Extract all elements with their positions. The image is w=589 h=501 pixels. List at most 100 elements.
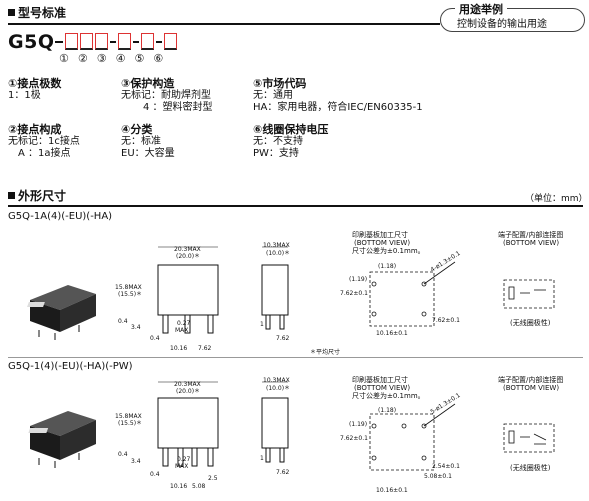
- dash: [156, 41, 163, 43]
- side-view: [261, 381, 289, 463]
- dim-label: 2.5: [208, 475, 218, 482]
- dim-label: 7.62±0.1: [340, 290, 368, 297]
- section-title: 型号标准: [18, 6, 67, 20]
- pcb-subtitle: (BOTTOM VIEW): [354, 239, 410, 247]
- dim-label: 10.16: [170, 345, 187, 352]
- dim-label: 20.3MAX: [174, 246, 201, 253]
- option-contact-poles: ①接点极数 1：1极: [8, 78, 61, 102]
- no-polarity-note: (无线圈极性): [510, 318, 551, 327]
- section-title: 外形尺寸: [18, 189, 67, 203]
- model-name: G5Q-1A(4)(-EU)(-HA): [8, 211, 113, 222]
- code-slot-4: [118, 33, 132, 50]
- dim-label: 7.62: [276, 469, 290, 476]
- option-class: ④分类 无：标准 EU：大容量: [121, 124, 175, 160]
- dim-label: 10.3MAX: [263, 377, 290, 384]
- avg-size-note: ＊平均尺寸: [310, 349, 341, 356]
- dim-label: (20.0)＊: [176, 388, 200, 395]
- dim-label: 0.27: [177, 320, 191, 327]
- pcb-title: 印刷基板加工尺寸: [352, 375, 408, 384]
- option-title: ⑤市场代码: [253, 77, 307, 90]
- option-line: 无：不支持: [253, 136, 303, 147]
- terminal-subtitle: (BOTTOM VIEW): [503, 384, 559, 392]
- option-line: A ：1a接点: [18, 148, 71, 159]
- dim-label: 15.8MAX: [115, 413, 142, 420]
- usage-box: [440, 8, 585, 32]
- model-name: G5Q-1(4)(-EU)(-HA)(-PW): [8, 361, 133, 372]
- option-line: 无标记：耐助焊剂型: [121, 90, 211, 101]
- heading-rule: [8, 23, 440, 25]
- option-line: PW：支持: [253, 148, 299, 159]
- dim-label: (1.19): [349, 276, 367, 283]
- model-code: G5Q: [8, 31, 178, 53]
- option-title: ①接点极数: [8, 77, 62, 90]
- option-contact-form: ②接点构成 无标记：1c接点 A ：1a接点: [8, 124, 80, 160]
- pcb-title: 印刷基板加工尺寸: [352, 230, 408, 239]
- option-coil-hold: ⑥线圈保持电压 无：不支持 PW：支持: [253, 124, 328, 160]
- dim-label: 2.54±0.1: [432, 463, 460, 470]
- dimensions-rule: [8, 205, 583, 207]
- option-line: 无标记：1c接点: [8, 136, 80, 147]
- dim-label: (1.18): [378, 407, 396, 414]
- dim-label: 0.27: [177, 456, 191, 463]
- dim-label: (10.0)＊: [266, 385, 290, 392]
- pcb-subtitle: (BOTTOM VIEW): [354, 384, 410, 392]
- terminal-diagram: [503, 279, 555, 309]
- dim-label: 7.62: [276, 335, 290, 342]
- dim-label: 10.16±0.1: [376, 330, 408, 337]
- option-line: EU：大容量: [121, 148, 175, 159]
- code-slot-1: [65, 33, 79, 50]
- dim-label: 4-ø1.3±0.1: [429, 250, 461, 274]
- option-title: ⑥线圈保持电压: [253, 123, 329, 136]
- dim-label: 0.4: [118, 318, 128, 325]
- front-view: [157, 381, 219, 467]
- dim-label: 0.4: [150, 335, 160, 342]
- heading-square-icon: [8, 192, 15, 199]
- terminal-diagram: [503, 423, 555, 453]
- circle-num: ④: [115, 52, 126, 65]
- dash: [110, 41, 117, 43]
- side-view: [261, 246, 289, 330]
- dim-label: 1: [260, 321, 264, 328]
- code-slot-2: [80, 33, 94, 50]
- terminal-title: 端子配置/内部连接图: [498, 375, 563, 384]
- option-market: ⑤市场代码 无：通用 HA：家用电器，符合IEC/EN60335-1: [253, 78, 423, 114]
- option-line: 4 ：塑料密封型: [143, 102, 213, 113]
- option-title: ③保护构造: [121, 77, 175, 90]
- model-1-drawings: 20.3MAX (20.0)＊ 15.8MAX (15.5)＊ 0.4 3.4 …: [27, 230, 563, 352]
- dim-label: 10.16: [170, 483, 187, 490]
- option-line: HA：家用电器，符合IEC/EN60335-1: [253, 102, 423, 113]
- section-heading-model: 型号标准: [8, 4, 66, 21]
- dim-label: MAX: [175, 463, 188, 470]
- circle-num: ②: [77, 52, 88, 65]
- dim-label: 7.62: [198, 345, 212, 352]
- relay-photo: [28, 411, 96, 468]
- option-title: ②接点构成: [8, 123, 62, 136]
- dim-label: 0.4: [150, 471, 160, 478]
- dim-label: (1.18): [378, 263, 396, 270]
- dim-label: 0.4: [118, 451, 128, 458]
- code-slot-5: [141, 33, 155, 50]
- dim-label: 5.08±0.1: [424, 473, 452, 480]
- pcb-layout: [369, 261, 456, 327]
- section-heading-dimensions: 外形尺寸: [8, 187, 66, 204]
- pcb-tolerance: 尺寸公差为±0.1mm。: [352, 391, 425, 400]
- terminal-subtitle: (BOTTOM VIEW): [503, 239, 559, 247]
- dim-label: 10.3MAX: [263, 242, 290, 249]
- heading-square-icon: [8, 9, 15, 16]
- circle-num: ①: [59, 52, 69, 65]
- relay-photo: [27, 285, 96, 340]
- option-title: ④分类: [121, 123, 153, 136]
- usage-tag: 用途举例: [455, 1, 507, 17]
- dim-label: 1: [260, 455, 264, 462]
- circle-num: ⑤: [134, 52, 145, 65]
- pcb-tolerance: 尺寸公差为±0.1mm。: [352, 246, 425, 255]
- unit-label: （单位：mm）: [525, 194, 588, 204]
- dim-label: 10.16±0.1: [376, 487, 408, 494]
- option-line: 1：1极: [8, 90, 41, 101]
- option-line: 无：通用: [253, 90, 293, 101]
- code-slot-6: [164, 33, 178, 50]
- dim-label: (15.5)＊: [118, 291, 142, 298]
- dim-label: 5-ø1.3±0.1: [429, 392, 461, 416]
- dim-label: 3.4: [131, 458, 141, 465]
